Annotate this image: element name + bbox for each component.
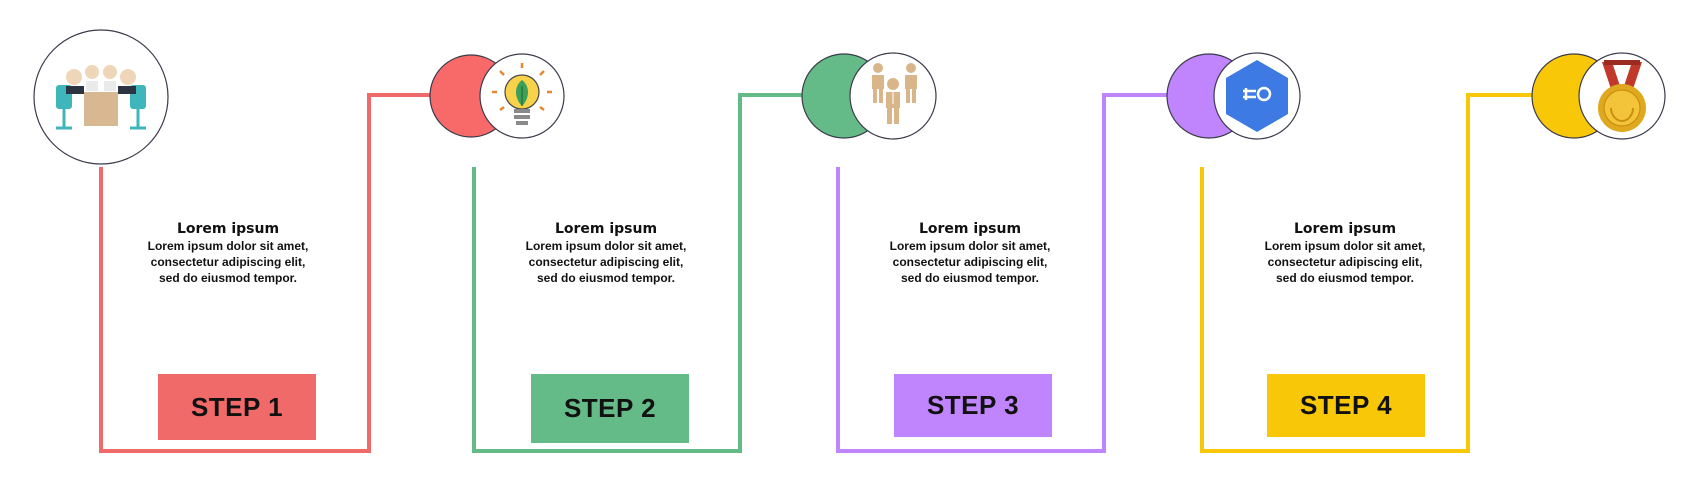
lightbulb-leaf-icon [429,53,565,139]
gold-medal-icon [1531,52,1666,140]
team-people-icon [801,52,937,140]
step-2-description: Lorem ipsum Lorem ipsum dolor sit amet, … [496,221,716,286]
step-3-description: Lorem ipsum Lorem ipsum dolor sit amet, … [860,221,1080,286]
step-1-text-line-3: sed do eiusmod tempor. [158,271,298,285]
step-1-text-line-2: consectetur adipiscing elit, [150,255,306,269]
connector-line-step-2 [472,93,808,453]
blue-hexagon-icon [1166,52,1301,140]
step-3-title: Lorem ipsum [918,221,1022,237]
connector-line-step-3 [836,93,1171,453]
step-3-label-box: STEP 3 [894,374,1052,437]
step-1-label-box: STEP 1 [158,374,316,440]
step-3-text-line-3: sed do eiusmod tempor. [900,271,1040,285]
step-2-title: Lorem ipsum [554,221,658,237]
step-4-label-box: STEP 4 [1267,374,1425,437]
step-2-text-line-2: consectetur adipiscing elit, [528,255,684,269]
connector-line-step-4 [1200,93,1536,453]
meeting-people-icon [33,29,169,165]
step-1-text-line-1: Lorem ipsum dolor sit amet, [147,239,309,253]
step-4-description: Lorem ipsum Lorem ipsum dolor sit amet, … [1235,221,1455,286]
step-2-label-box: STEP 2 [531,374,689,443]
step-2-text-line-1: Lorem ipsum dolor sit amet, [525,239,687,253]
step-1-label: STEP 1 [190,391,284,422]
step-1-title: Lorem ipsum [176,221,280,237]
step-4-label: STEP 4 [1299,390,1393,420]
step-2-label: STEP 2 [563,393,657,423]
step-3-text-line-1: Lorem ipsum dolor sit amet, [889,239,1051,253]
step-4-text-line-2: consectetur adipiscing elit, [1267,255,1423,269]
connector-line-step-1 [99,93,434,453]
step-4-text-line-3: sed do eiusmod tempor. [1275,271,1415,285]
step-4-text-line-1: Lorem ipsum dolor sit amet, [1264,239,1426,253]
step-4-title: Lorem ipsum [1293,221,1397,237]
step-1-description: Lorem ipsum Lorem ipsum dolor sit amet, … [118,221,338,286]
step-3-label: STEP 3 [926,390,1020,420]
step-2-text-line-3: sed do eiusmod tempor. [536,271,676,285]
step-3-text-line-2: consectetur adipiscing elit, [892,255,1048,269]
